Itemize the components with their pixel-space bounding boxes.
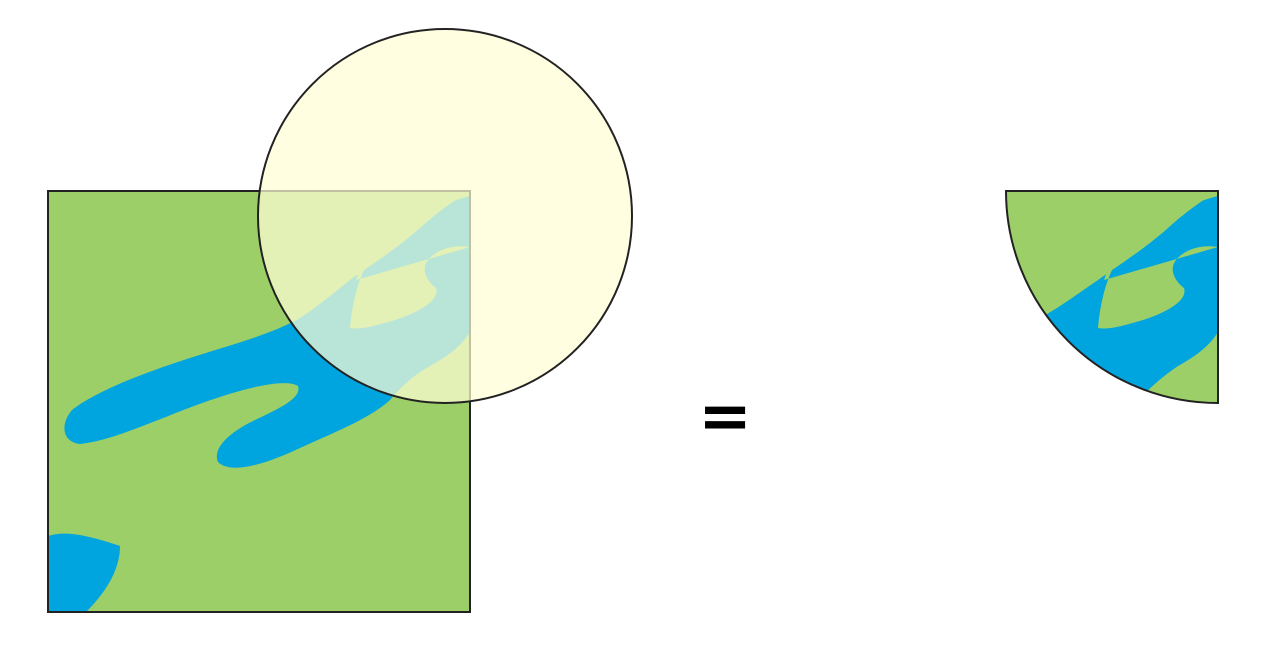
clip-circle [257,28,633,404]
output-quarter-disc [1004,190,1219,405]
equals-sign: = [698,380,752,454]
pond [48,533,120,612]
output-outline [1004,190,1219,405]
output-island [1098,191,1218,329]
river [64,191,470,468]
